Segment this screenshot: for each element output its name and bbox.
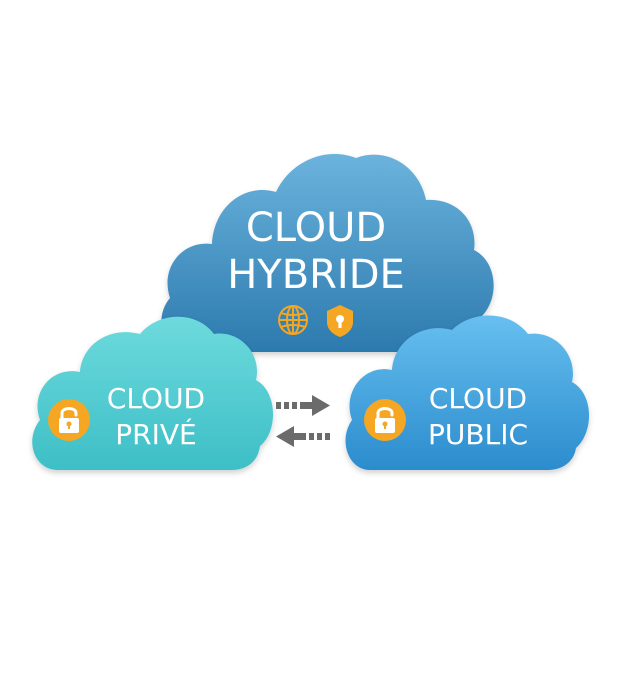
cloud-hybrid — [161, 153, 494, 352]
public-title-line2: PUBLIC — [428, 418, 528, 451]
globe-icon — [278, 305, 308, 335]
cloud-public — [345, 315, 590, 470]
padlock-icon — [364, 399, 406, 441]
cloud-private-shape — [32, 316, 274, 470]
hybrid-title-line1: CLOUD — [246, 205, 386, 251]
bidirectional-arrows-icon — [276, 395, 330, 447]
cloud-private — [32, 316, 274, 470]
padlock-icon — [48, 399, 90, 441]
cloud-public-shape — [345, 315, 590, 470]
private-title-line1: CLOUD — [107, 382, 205, 415]
cloud-hybrid-shape — [161, 153, 494, 352]
shield-lock-icon — [327, 305, 353, 337]
hybrid-title-line2: HYBRIDE — [227, 252, 405, 298]
public-title-line1: CLOUD — [429, 382, 527, 415]
private-title-line2: PRIVÉ — [115, 417, 196, 451]
